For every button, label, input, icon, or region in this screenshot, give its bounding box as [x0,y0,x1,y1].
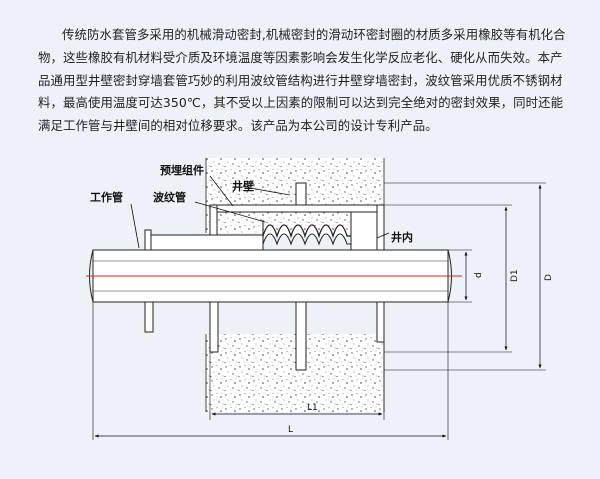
label-embedded-component: 预埋组件 [160,163,204,177]
dimension-L: L [92,302,449,440]
label-working-pipe: 工作管 [90,190,123,204]
label-inside-well: 井内 [391,230,413,244]
svg-text:L1: L1 [307,403,318,413]
svg-text:D1: D1 [510,269,520,282]
bellows-convolutions [262,224,351,239]
svg-text:L: L [288,425,293,435]
label-bellows: 波纹管 [153,190,186,204]
embedded-sleeve [144,182,385,371]
dimension-L1: L1 [209,342,385,420]
well-wall-concrete [205,158,385,412]
dimension-D: D [384,182,554,371]
bellows-wall-sleeve-diagram: 预埋组件 井壁 波纹管 工作管 井内 d D1 D L1 L [86,158,554,440]
svg-text:d: d [474,272,484,278]
product-description: 传统防水套管多采用的机械滑动密封,机械密封的滑动环密封圈的材质多采用橡胶等有机化… [38,27,566,134]
dimension-d: d [448,249,484,303]
label-well-wall: 井壁 [232,179,254,193]
svg-text:D: D [544,274,554,281]
